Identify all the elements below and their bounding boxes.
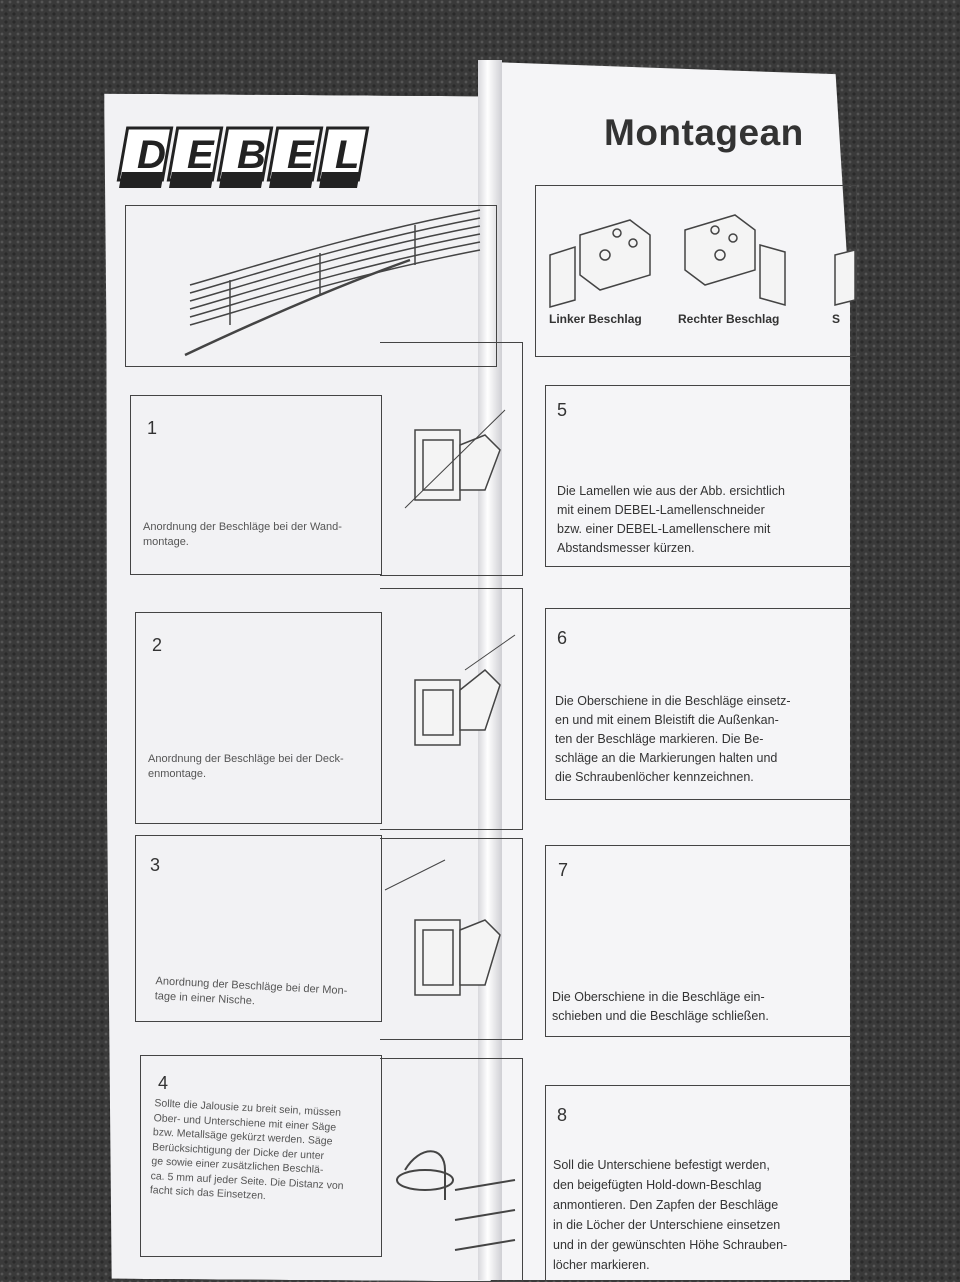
figure-2-bracket-icon <box>414 634 516 746</box>
page-title: Montagean <box>604 112 804 153</box>
step-1-caption: Anordnung der Beschläge bei der Wand-mon… <box>143 521 342 548</box>
third-bracket-label: S <box>832 312 841 326</box>
bracket-illustration-box <box>535 185 857 357</box>
step-7-box <box>545 845 851 1037</box>
step-2-box <box>135 612 382 824</box>
figure-2-box <box>380 588 523 830</box>
left-bracket-label: Linker Beschlag <box>549 312 642 326</box>
figure-3-bracket-icon <box>384 859 501 996</box>
step-4-box <box>140 1055 382 1257</box>
figure-1-bracket-icon <box>404 409 506 509</box>
svg-text:L: L <box>335 133 359 177</box>
step-4-number: 4 <box>158 1073 169 1093</box>
step-5-box <box>545 385 851 567</box>
step-1-number: 1 <box>147 418 158 438</box>
svg-text:D: D <box>137 133 166 177</box>
step-1-box <box>130 395 382 575</box>
step-6-caption: Die Oberschiene in die Beschläge einsetz… <box>555 694 791 784</box>
step-2-caption: Anordnung der Beschläge bei der Deck-enm… <box>148 753 344 780</box>
third-bracket-icon <box>834 249 856 306</box>
blind-illustration-box <box>125 205 497 367</box>
step-5-number: 5 <box>557 400 568 420</box>
step-8-caption: Soll die Unterschiene befestigt werden,d… <box>553 1158 788 1272</box>
svg-text:B: B <box>237 133 266 177</box>
svg-text:E: E <box>287 133 315 177</box>
figure-1-box <box>380 342 523 576</box>
step-6-number: 6 <box>557 628 568 648</box>
step-3-number: 3 <box>150 855 161 875</box>
paper-fold <box>478 60 502 1280</box>
right-bracket-icon <box>684 214 786 306</box>
step-5-caption: Die Lamellen wie aus der Abb. ersichtlic… <box>557 484 785 555</box>
step-4-caption: Sollte die Jalousie zu breit sein, müsse… <box>149 1097 344 1203</box>
step-3-box <box>135 835 382 1022</box>
step-7-number: 7 <box>558 860 569 880</box>
step-2-number: 2 <box>152 635 163 655</box>
figure-4-saw-icon <box>396 1150 516 1251</box>
blind-slats-illustration <box>184 209 481 357</box>
right-bracket-label: Rechter Beschlag <box>678 312 780 326</box>
svg-text:E: E <box>187 133 215 177</box>
step-7-caption: Die Oberschiene in die Beschläge ein-sch… <box>552 990 769 1023</box>
step-8-box <box>545 1085 851 1281</box>
step-8-number: 8 <box>557 1105 568 1125</box>
figure-3-box <box>380 838 523 1040</box>
step-6-box <box>545 608 851 800</box>
left-bracket-icon <box>549 219 651 308</box>
